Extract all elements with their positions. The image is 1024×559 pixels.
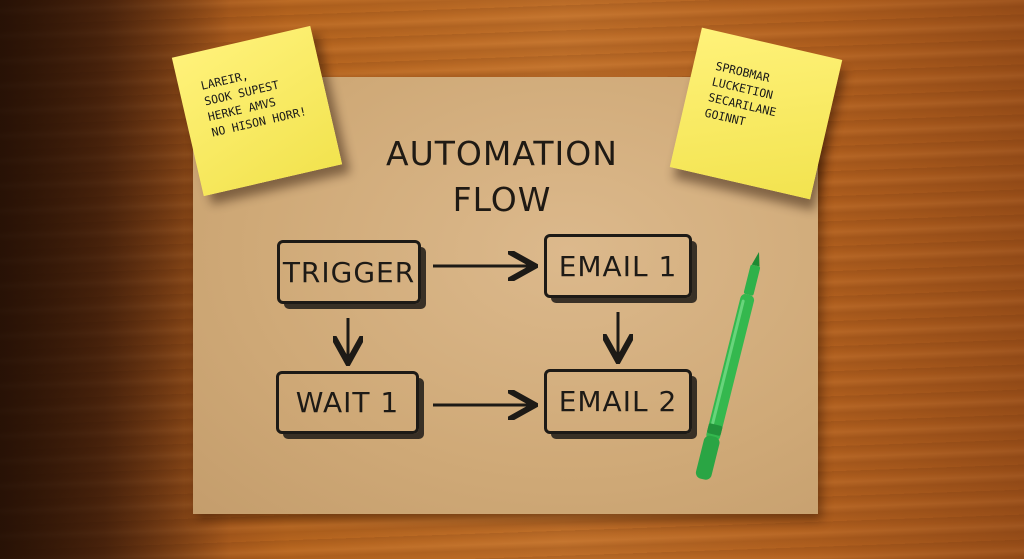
email2-node: EMAIL 2 xyxy=(544,369,692,434)
green-marker-icon xyxy=(695,252,761,480)
flow-title-line2: FLOW xyxy=(452,180,552,219)
wait1-node: WAIT 1 xyxy=(276,371,419,434)
email1-node: EMAIL 1 xyxy=(544,234,692,298)
flow-title-line1: AUTOMATION xyxy=(386,134,618,173)
trigger-node: TRIGGER xyxy=(277,240,421,304)
